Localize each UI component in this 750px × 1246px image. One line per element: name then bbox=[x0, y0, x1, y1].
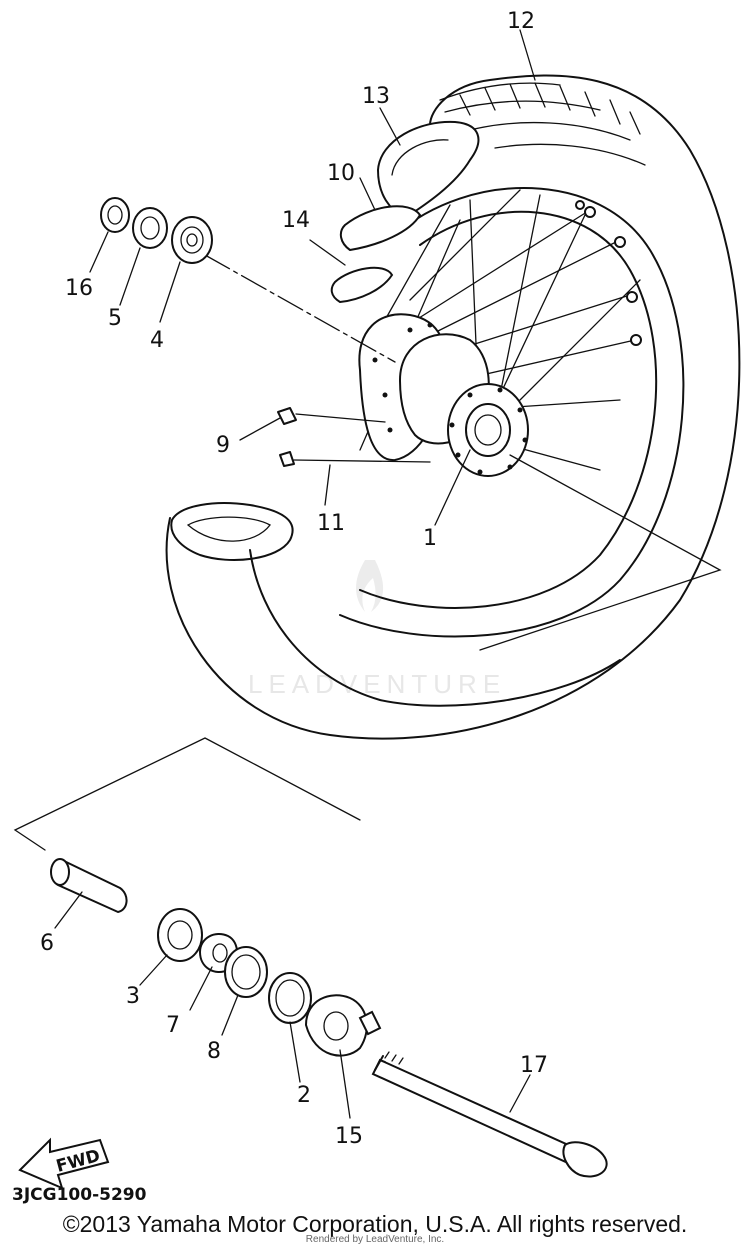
tire-tread bbox=[439, 82, 646, 166]
rim-inner bbox=[359, 210, 658, 609]
leader-lines bbox=[54, 29, 536, 1119]
forward-arrow-icon: FWD bbox=[18, 1137, 110, 1190]
callout-10: 10 bbox=[327, 161, 355, 186]
callout-3: 3 bbox=[126, 984, 140, 1009]
lower-parts-group bbox=[50, 29, 608, 1178]
wheel-hub bbox=[358, 313, 529, 477]
watermark-text: LEADVENTURE bbox=[248, 669, 506, 699]
callout-labels: 12 13 10 14 16 5 4 9 11 1 6 3 7 8 2 17 1… bbox=[40, 9, 548, 1149]
callout-2: 2 bbox=[297, 1083, 311, 1108]
tire-cross-section bbox=[170, 502, 294, 561]
oil-seal-lower bbox=[224, 946, 268, 998]
callout-16: 16 bbox=[65, 276, 93, 301]
rim-outer bbox=[339, 187, 685, 638]
bearing-lower bbox=[157, 908, 203, 962]
bearing bbox=[171, 216, 213, 264]
callout-14: 14 bbox=[282, 208, 310, 233]
axis-line-upper bbox=[204, 254, 396, 363]
loose-spokes bbox=[277, 407, 431, 467]
callout-8: 8 bbox=[207, 1039, 221, 1064]
rim-band-strip bbox=[330, 266, 394, 304]
callout-7: 7 bbox=[166, 1013, 180, 1038]
spacer-collar bbox=[100, 197, 130, 233]
rendered-by-notice: Rendered by LeadVenture, Inc. bbox=[305, 1234, 445, 1245]
callout-6: 6 bbox=[40, 931, 54, 956]
callout-17: 17 bbox=[520, 1053, 548, 1078]
watermark: LEADVENTURE bbox=[248, 560, 506, 699]
lower-frame-lines bbox=[13, 737, 361, 851]
callout-12: 12 bbox=[507, 9, 535, 34]
callout-9: 9 bbox=[216, 433, 230, 458]
collar-tube bbox=[50, 858, 128, 914]
spokes bbox=[359, 189, 641, 471]
copyright-notice: ©2013 Yamaha Motor Corporation, U.S.A. A… bbox=[62, 1211, 688, 1237]
tire-inner-wall bbox=[249, 549, 621, 707]
wheel-assembly bbox=[165, 74, 741, 740]
oil-seal bbox=[132, 207, 168, 249]
front-axle bbox=[371, 1051, 608, 1178]
left-bearing-group bbox=[100, 197, 213, 264]
diagram-code: 3JCG100-5290 bbox=[12, 1185, 147, 1205]
spoke-nipples bbox=[575, 200, 642, 346]
callout-1: 1 bbox=[423, 526, 437, 551]
callout-15: 15 bbox=[335, 1124, 363, 1149]
callout-13: 13 bbox=[362, 84, 390, 109]
callout-4: 4 bbox=[150, 328, 164, 353]
meter-gear-unit bbox=[304, 994, 382, 1057]
callout-5: 5 bbox=[108, 306, 122, 331]
rim-band bbox=[339, 205, 422, 252]
callout-11: 11 bbox=[317, 511, 345, 536]
tire-outline bbox=[165, 74, 741, 740]
axis-line-lower bbox=[479, 454, 722, 651]
